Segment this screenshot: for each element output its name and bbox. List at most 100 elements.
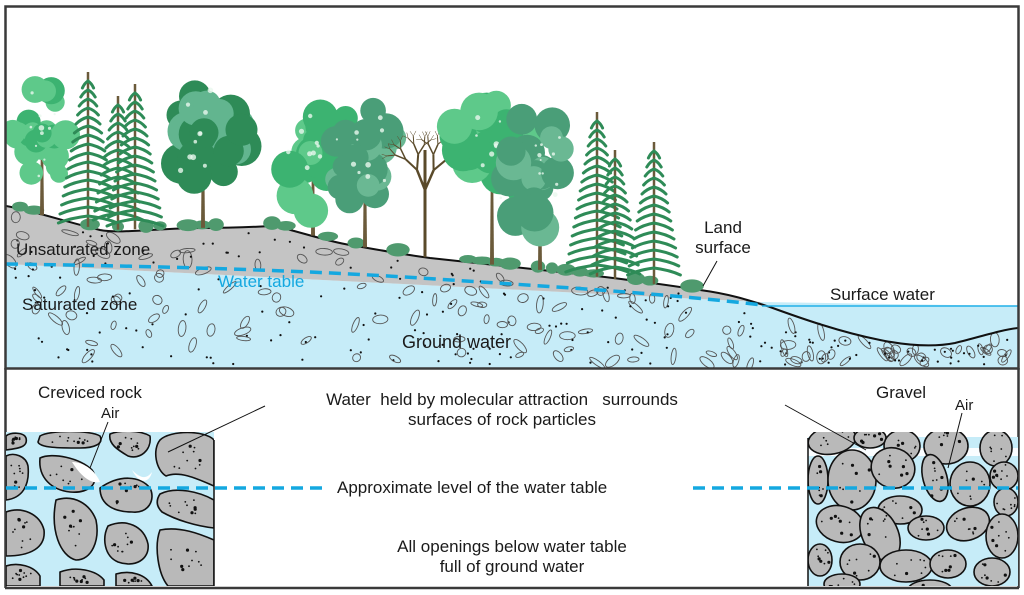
soil-grain: [968, 352, 971, 355]
mineral-speck: [872, 554, 876, 558]
gravel-stone: [929, 549, 967, 579]
soil-grain: [888, 356, 891, 359]
mineral-speck: [80, 478, 83, 481]
mineral-speck: [12, 438, 15, 441]
water-table-level-label: Approximate level of the water table: [337, 478, 608, 497]
soil-grain: [441, 343, 444, 346]
shrub: [545, 262, 559, 274]
mineral-speck: [135, 444, 139, 448]
soil-grain: [98, 331, 101, 334]
pebble: [402, 285, 415, 296]
pebble: [726, 346, 738, 361]
mineral-speck: [73, 578, 76, 581]
mineral-speck: [822, 488, 824, 490]
soil-grain: [57, 356, 60, 359]
mineral-speck: [823, 562, 826, 565]
mineral-speck: [855, 574, 858, 577]
mineral-speck: [194, 512, 197, 515]
mineral-speck: [29, 538, 32, 541]
pebble: [85, 339, 98, 347]
mineral-speck: [901, 465, 906, 469]
mineral-speck: [22, 525, 26, 529]
mineral-speck: [181, 568, 185, 572]
mineral-speck: [13, 472, 16, 475]
soil-grain: [907, 350, 910, 353]
mineral-speck: [68, 529, 70, 532]
pebble: [152, 294, 163, 305]
pebble: [356, 282, 367, 290]
mineral-speck: [116, 445, 120, 449]
soil-grain: [607, 341, 610, 344]
mineral-speck: [193, 499, 195, 501]
mineral-speck: [170, 548, 172, 551]
mineral-speck: [863, 433, 866, 436]
gravel-stone: [823, 573, 861, 586]
mineral-speck: [14, 528, 16, 531]
mineral-speck: [883, 518, 886, 521]
mineral-speck: [839, 486, 841, 489]
soil-grain: [763, 341, 767, 344]
mineral-speck: [995, 544, 999, 548]
mineral-speck: [18, 568, 23, 573]
rock-particle: [108, 432, 151, 458]
creviced-rock-illustration: [6, 405, 266, 586]
pebble: [515, 351, 525, 358]
mineral-speck: [991, 475, 996, 479]
mineral-speck: [126, 543, 129, 546]
rock-particle: [154, 432, 214, 487]
mineral-speck: [887, 460, 891, 464]
mineral-speck: [125, 532, 127, 535]
soil-grain: [784, 331, 788, 334]
pebble: [315, 248, 333, 256]
mineral-speck: [116, 550, 119, 552]
pebble: [685, 328, 695, 339]
shrub: [263, 216, 281, 230]
mineral-speck: [68, 524, 73, 528]
mineral-speck: [944, 568, 948, 573]
mineral-speck: [838, 519, 842, 523]
soil-grain: [589, 361, 592, 364]
soil-grain: [1006, 338, 1009, 341]
soil-grain: [962, 352, 966, 355]
soil-grain: [794, 335, 797, 338]
soil-grain: [197, 288, 200, 291]
pebble: [351, 317, 360, 333]
soil-grain: [247, 232, 250, 235]
deciduous-tree: [161, 80, 262, 228]
mineral-speck: [936, 529, 939, 532]
mineral-speck: [850, 500, 854, 504]
pebble: [720, 351, 734, 365]
gravel-stone: [979, 432, 1013, 467]
mineral-speck: [912, 511, 916, 515]
pebble: [563, 346, 575, 353]
ground-water-label: Ground water: [402, 332, 512, 352]
pebble: [838, 336, 852, 346]
soil-grain: [949, 362, 952, 365]
mineral-speck: [819, 470, 823, 474]
soil-grain: [784, 363, 787, 366]
soil-grain: [644, 299, 647, 302]
soil-grain: [425, 313, 429, 316]
soil-grain: [125, 327, 128, 330]
mineral-speck: [79, 579, 83, 584]
shrub: [499, 257, 521, 270]
soil-grain: [500, 333, 503, 336]
soil-grain: [439, 334, 442, 337]
mineral-speck: [18, 574, 21, 576]
mineral-speck: [14, 436, 18, 441]
mineral-speck: [888, 464, 892, 468]
mineral-speck: [882, 520, 885, 522]
pebble: [296, 253, 308, 264]
pebble: [477, 301, 488, 308]
mineral-speck: [192, 450, 195, 453]
pebble: [552, 350, 564, 362]
soil-grain: [301, 358, 304, 361]
pebble: [275, 306, 287, 317]
soil-grain: [106, 242, 109, 245]
mineral-speck: [21, 472, 24, 474]
soil-grain: [750, 322, 753, 325]
soil-grain: [33, 289, 37, 292]
mineral-speck: [847, 436, 850, 438]
mineral-speck: [820, 520, 823, 523]
mineral-speck: [818, 464, 822, 469]
